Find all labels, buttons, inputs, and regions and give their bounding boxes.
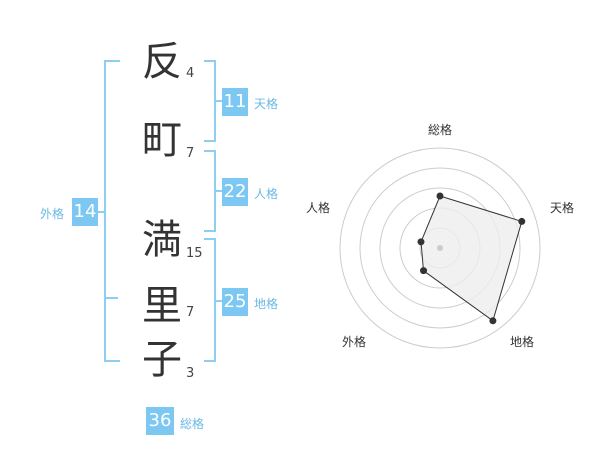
soukaku-label: 総格 [180,417,205,431]
chikaku-value-box: 25 [222,288,248,316]
radar-label-chikaku: 地格 [510,334,534,349]
stroke-count-4: 7 [186,305,195,320]
chikaku-label: 地格 [254,297,279,311]
jinkaku-connector [214,190,222,192]
gaikaku-value-box: 14 [72,198,98,226]
jinkaku-label: 人格 [254,187,279,201]
stroke-count-1: 4 [186,66,195,81]
tenkaku-connector [214,100,222,102]
radar-label-gaikaku: 外格 [342,334,366,349]
radar-label-soukaku: 総格 [428,122,452,137]
radar-point-gaikaku [420,267,428,275]
gaikaku-label: 外格 [40,207,65,221]
stroke-count-3: 15 [186,246,203,261]
radar-center-dot [437,245,443,251]
tenkaku-value-box: 11 [222,88,248,116]
name-char-5: 子 [142,337,182,383]
radar-points [417,192,526,325]
stroke-count-5: 3 [186,366,195,381]
gaikaku-connector [98,211,106,213]
radar-point-chikaku [489,317,497,325]
name-char-3: 満 [142,217,182,263]
radar-point-soukaku [436,192,444,200]
name-char-2: 町 [142,117,182,163]
soukaku-value-box: 36 [146,407,174,435]
name-char-4: 里 [142,283,182,329]
radar-polygon [420,195,523,322]
tenkaku-label: 天格 [254,97,279,111]
radar-ring [359,167,521,329]
radar-point-jinkaku [417,238,425,246]
radar-label-jinkaku: 人格 [306,200,330,215]
radar-label-tenkaku: 天格 [550,200,574,215]
chikaku-connector [214,300,222,302]
stroke-count-2: 7 [186,146,195,161]
name-char-1: 反 [142,39,182,85]
jinkaku-value-box: 22 [222,178,248,206]
radar-ring [339,147,541,349]
radar-point-tenkaku [518,217,526,225]
gaikaku-inner-line [104,297,118,299]
